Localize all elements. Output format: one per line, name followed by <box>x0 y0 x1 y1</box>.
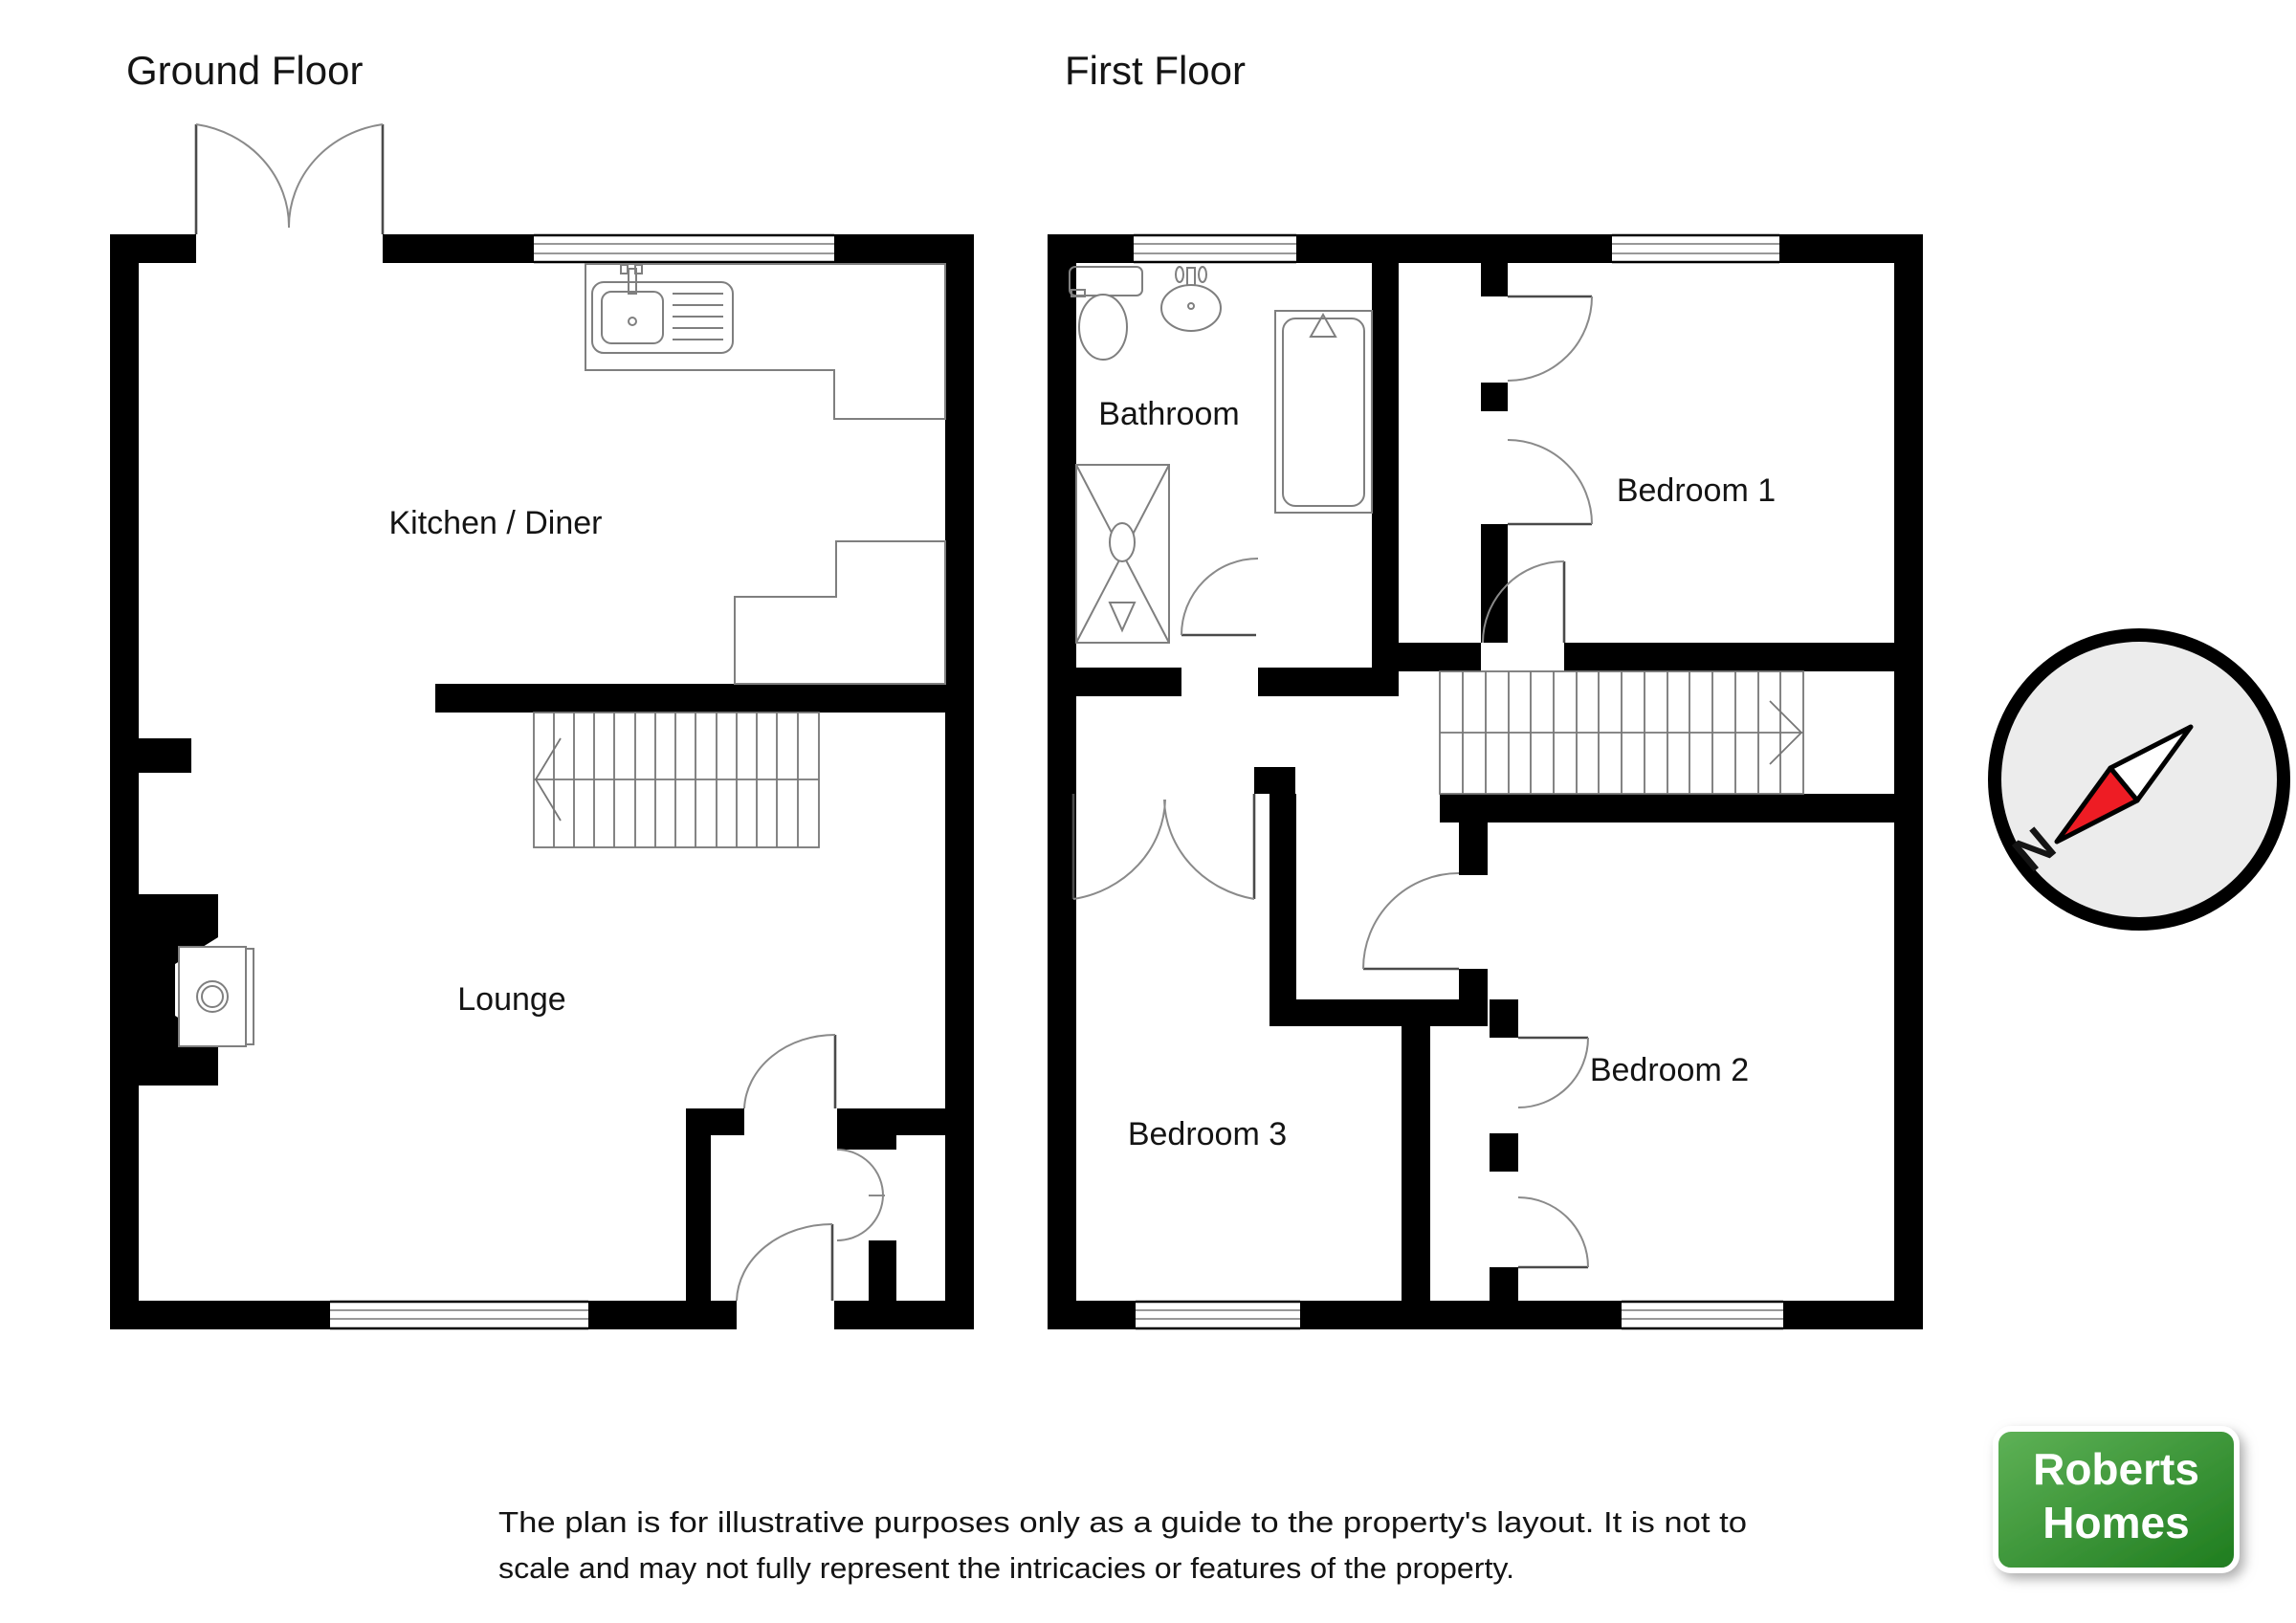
lounge-door-icon <box>743 1034 837 1109</box>
window-icon <box>1134 233 1296 264</box>
shower-icon <box>1075 464 1170 644</box>
kitchen-sink-icon <box>591 264 734 354</box>
basin-icon <box>1160 266 1222 332</box>
disclaimer: The plan is for illustrative purposes on… <box>498 1505 1747 1585</box>
entrance-double-door-icon <box>194 123 385 234</box>
logo-line1: Roberts <box>2033 1444 2199 1494</box>
ground-floor-plan: Ground Floor <box>110 48 974 1330</box>
window-icon <box>330 1300 588 1330</box>
toilet-icon <box>1069 266 1143 361</box>
bathroom-label: Bathroom <box>1098 396 1239 432</box>
kitchen-diner-label: Kitchen / Diner <box>389 505 603 541</box>
window-icon <box>534 233 834 264</box>
first-floor-windows <box>1134 233 1783 1330</box>
hall-cupboard-door-icon <box>836 1149 885 1241</box>
first-floor-title: First Floor <box>1065 48 1246 93</box>
bedroom2-label: Bedroom 2 <box>1590 1052 1749 1088</box>
bedroom2-cupboard-door-icon <box>1517 1036 1589 1269</box>
compass-needle-red <box>2054 765 2140 844</box>
compass-rose-icon: N <box>1988 628 2290 931</box>
kitchen-counter <box>585 263 946 685</box>
first-floor-stairs <box>1439 670 1804 795</box>
bedroom3-label: Bedroom 3 <box>1128 1116 1287 1152</box>
front-door-icon <box>736 1223 834 1302</box>
ground-floor-title: Ground Floor <box>126 48 363 93</box>
bathroom-door-icon <box>1181 558 1259 637</box>
bedroom1-door-icon <box>1482 560 1566 644</box>
first-floor-plan: First Floor <box>1048 48 1923 1330</box>
ground-floor-walls <box>110 234 974 1329</box>
window-icon <box>1612 233 1779 264</box>
bedroom1-cupboard-door-icon <box>1507 295 1593 526</box>
roberts-homes-logo: Roberts Homes <box>1993 1426 2240 1573</box>
ground-floor-stairs <box>533 712 820 848</box>
lounge-label: Lounge <box>457 981 565 1018</box>
ground-floor-windows <box>330 233 834 1330</box>
logo-line2: Homes <box>2042 1498 2189 1547</box>
bedroom3-double-door-icon <box>1071 794 1256 900</box>
first-floor-walls <box>1048 234 1923 1329</box>
disclaimer-line2: scale and may not fully represent the in… <box>498 1551 1514 1585</box>
window-icon <box>1622 1300 1783 1330</box>
bath-icon <box>1274 310 1373 514</box>
disclaimer-line1: The plan is for illustrative purposes on… <box>498 1505 1747 1539</box>
bedroom1-label: Bedroom 1 <box>1617 472 1776 509</box>
stove-icon <box>178 946 254 1047</box>
bedroom2-door-icon <box>1362 872 1460 971</box>
window-icon <box>1136 1300 1300 1330</box>
